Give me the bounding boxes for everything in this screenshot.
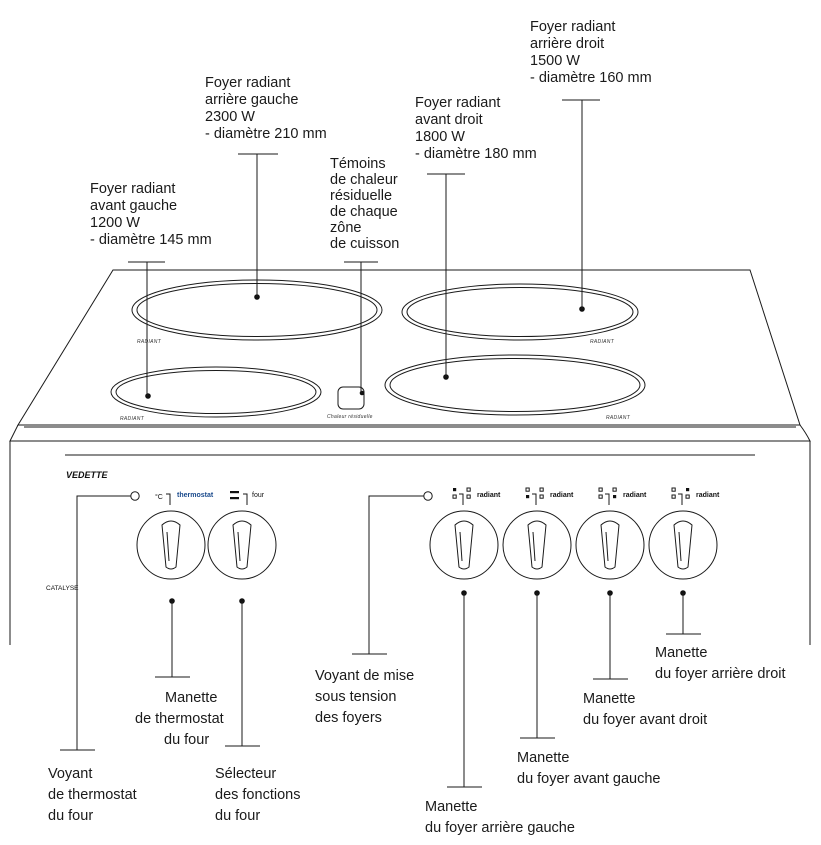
annotation-avant-gauche: Foyer radiant avant gauche 1200 W - diam… bbox=[90, 181, 212, 248]
annotation-manette-thermostat: Manette de thermostat du four bbox=[135, 690, 228, 748]
hob-top bbox=[9, 269, 811, 442]
oven-function-knob[interactable] bbox=[207, 510, 277, 580]
thermostat-label: thermostat bbox=[177, 492, 214, 499]
catalyse-label: CATALYSE bbox=[46, 585, 79, 592]
annotation-voyant-tension: Voyant de mise sous tension des foyers bbox=[315, 668, 418, 726]
radiant-symbol-3 bbox=[598, 487, 617, 505]
thermostat-indicator-light bbox=[130, 491, 140, 501]
annotation-manette-arriere-droit: Manette du foyer arrière droit bbox=[655, 645, 786, 682]
zone-label-avant-droit: RADIANT bbox=[606, 415, 631, 421]
oven-function-symbol bbox=[230, 491, 239, 500]
annotation-avant-droit: Foyer radiant avant droit 1800 W - diamè… bbox=[415, 95, 537, 162]
four-label: four bbox=[252, 492, 265, 499]
zone-avant-droit bbox=[384, 354, 646, 416]
knob-avant-gauche[interactable] bbox=[502, 510, 572, 580]
zone-avant-gauche-dot bbox=[145, 393, 151, 399]
brand-logo: VEDETTE bbox=[66, 470, 109, 480]
annotation-manette-avant-gauche: Manette du foyer avant gauche bbox=[517, 750, 661, 787]
control-panel bbox=[9, 441, 811, 645]
annotation-voyant-thermostat: Voyant de thermostat du four bbox=[48, 766, 141, 824]
zone-label-avant-gauche: RADIANT bbox=[120, 416, 145, 422]
residual-heat-label: Chaleur résiduelle bbox=[327, 414, 373, 420]
zone-label-arriere-gauche: RADIANT bbox=[137, 339, 162, 345]
thermostat-symbol: °C bbox=[155, 493, 163, 501]
radiant-label-2: radiant bbox=[550, 492, 574, 499]
zone-label-arriere-droit: RADIANT bbox=[590, 339, 615, 345]
knob-arriere-droit[interactable] bbox=[648, 510, 718, 580]
radiant-symbol-2 bbox=[525, 487, 544, 505]
thermostat-mark bbox=[166, 493, 171, 505]
knob-arriere-gauche[interactable] bbox=[429, 510, 499, 580]
zone-arriere-droit bbox=[401, 283, 639, 341]
zone-avant-gauche bbox=[110, 366, 322, 418]
annotation-temoins: Témoins de chaleur résiduelle de chaque … bbox=[330, 156, 402, 252]
radiant-label-1: radiant bbox=[477, 492, 501, 499]
annotation-manette-avant-droit: Manette du foyer avant droit bbox=[583, 691, 707, 728]
knob-avant-droit[interactable] bbox=[575, 510, 645, 580]
leader-lines bbox=[60, 99, 701, 788]
annotation-arriere-gauche: Foyer radiant arrière gauche 2300 W - di… bbox=[205, 75, 327, 142]
annotation-arriere-droit: Foyer radiant arrière droit 1500 W - dia… bbox=[530, 19, 652, 86]
radiant-symbol-1 bbox=[452, 487, 471, 505]
annotation-manette-arriere-gauche: Manette du foyer arrière gauche bbox=[425, 799, 575, 836]
radiant-symbol-4 bbox=[671, 487, 690, 505]
radiant-label-3: radiant bbox=[623, 492, 647, 499]
residual-heat-indicator bbox=[337, 386, 365, 410]
thermostat-knob[interactable] bbox=[136, 510, 206, 580]
power-indicator-light bbox=[423, 491, 433, 501]
annotation-selecteur: Sélecteur des fonctions du four bbox=[215, 766, 304, 824]
radiant-label-4: radiant bbox=[696, 492, 720, 499]
